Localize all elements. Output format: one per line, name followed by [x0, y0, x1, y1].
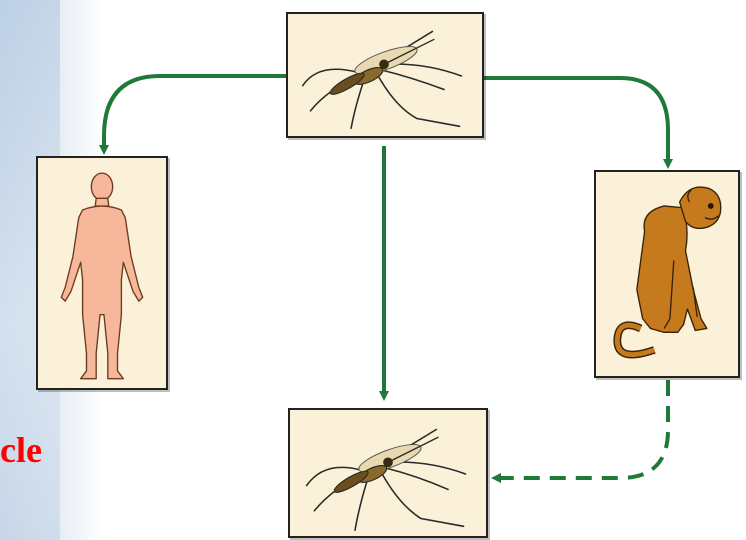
monkey-icon — [596, 172, 738, 376]
slide-caption-fragment: cle — [0, 432, 42, 468]
panel-monkey — [594, 170, 740, 378]
human-figure-icon — [38, 158, 166, 388]
mosquito-icon — [290, 410, 486, 536]
arrow-mosquito-to-monkey — [484, 78, 668, 164]
panel-mosquito-bottom — [288, 408, 488, 538]
arrow-monkey-to-mosquito-dashed — [496, 380, 668, 478]
panel-mosquito-top — [286, 12, 484, 138]
panel-human — [36, 156, 168, 390]
mosquito-icon — [288, 14, 482, 136]
arrow-mosquito-to-human — [104, 76, 286, 150]
